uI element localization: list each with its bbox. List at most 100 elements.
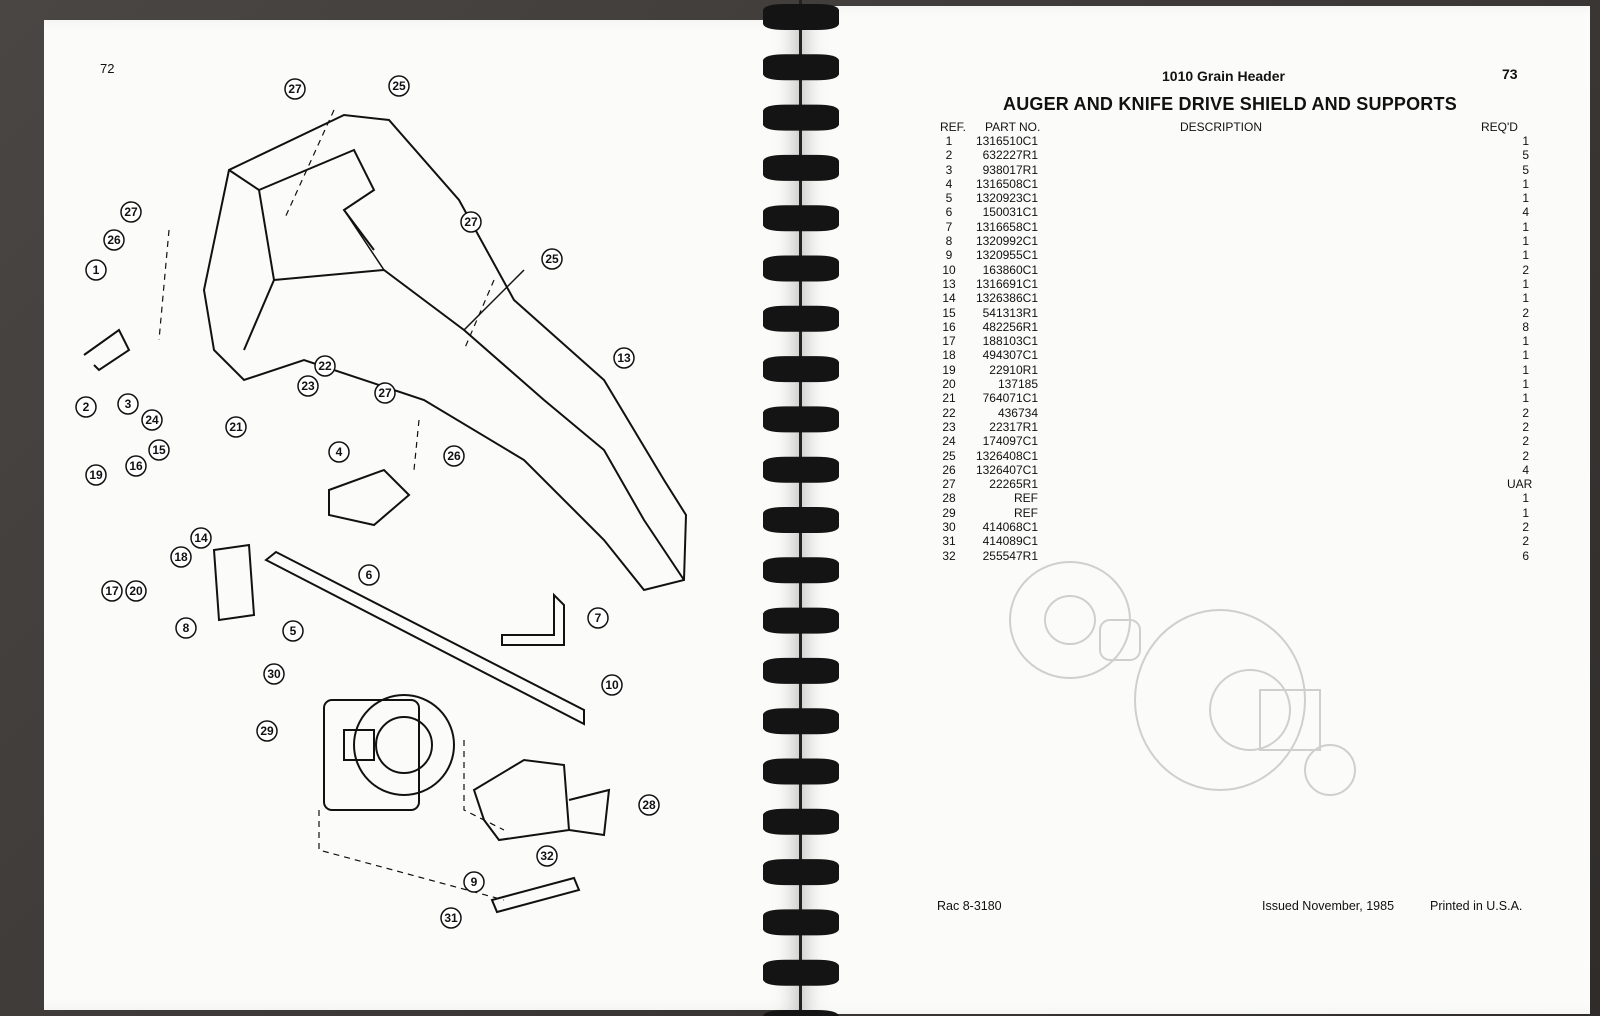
footer-code: Rac 8-3180	[937, 899, 1002, 913]
part-ref: 19	[942, 362, 956, 377]
bleed-through-diagram	[1009, 561, 1356, 796]
part-ref: 8	[945, 234, 953, 249]
part-row: 11316510C1SUPPORT ASSEMBLY - shield uppe…	[934, 134, 1529, 148]
footer-printed: Printed in U.S.A.	[1430, 899, 1523, 913]
part-number: 150031C1	[982, 205, 1038, 220]
part-req: 1	[1522, 491, 1529, 506]
right-page-number: 73	[1502, 66, 1518, 82]
svg-text:23: 23	[301, 379, 315, 393]
part-row: 251326408C1STUD - shield fastener ......…	[934, 448, 1529, 463]
part-ref: 18	[942, 348, 956, 363]
part-ref: 23	[942, 419, 956, 434]
part-number: 632227R1	[982, 148, 1038, 163]
svg-text:32: 32	[540, 849, 554, 863]
part-row: 2322317R1WASHER - flat, 7/32 x 3/4 x 0.0…	[934, 419, 1529, 434]
part-ref: 20	[942, 377, 956, 392]
part-req: 2	[1522, 534, 1529, 549]
binding-coil	[763, 255, 839, 282]
part-number: 414089C1	[982, 534, 1038, 549]
part-req: 1	[1522, 377, 1529, 392]
part-ref: 6	[945, 205, 953, 220]
svg-text:26: 26	[447, 449, 461, 463]
spiral-binding	[763, 0, 839, 1016]
svg-text:16: 16	[129, 459, 143, 473]
right-page	[800, 6, 1590, 1014]
svg-text:9: 9	[471, 875, 478, 889]
svg-text:18: 18	[174, 550, 188, 564]
part-row: 131316691C1SHIELD - left drive .........…	[934, 277, 1529, 291]
part-row: 29REFBOX ASSEMBLY - knife drive (See Pag…	[934, 506, 1529, 520]
part-row: 141326386C1SUPPORT - shield lower rear .…	[934, 291, 1529, 305]
part-ref: 17	[942, 334, 956, 349]
part-row: 3938017R1NUT - flanged hex lock, 5/16 in…	[934, 163, 1529, 177]
part-req: 5	[1522, 148, 1529, 163]
part-number: 494307C1	[982, 348, 1038, 363]
binding-coil	[763, 859, 839, 886]
part-number: 1320992C1	[975, 234, 1038, 249]
part-number: 1316658C1	[975, 219, 1038, 234]
col-header-part-no: PART NO.	[985, 120, 1041, 134]
part-number: 174097C1	[982, 434, 1038, 449]
svg-text:6: 6	[366, 568, 373, 582]
part-number: 436734	[997, 405, 1038, 420]
part-ref: 31	[942, 534, 956, 549]
svg-text:5: 5	[290, 624, 297, 638]
part-number: 188103C1	[982, 334, 1038, 349]
part-row: 17188103C1YOKE - hook anchor ...........…	[934, 334, 1529, 349]
svg-text:29: 29	[260, 724, 274, 738]
part-row: 41316508C1SUPPORT ASSEMBLY - shield uppe…	[934, 176, 1529, 191]
part-ref: 30	[942, 520, 956, 535]
binding-coil	[763, 607, 839, 634]
binding-coil	[763, 154, 839, 181]
part-number: 163860C1	[982, 262, 1038, 277]
part-ref: 28	[942, 491, 956, 506]
binding-coil	[763, 758, 839, 785]
part-req: 1	[1522, 348, 1529, 363]
svg-text:19: 19	[89, 468, 103, 482]
svg-text:10: 10	[605, 678, 619, 692]
svg-text:1: 1	[93, 263, 100, 277]
part-number: 22317R1	[989, 419, 1038, 434]
part-req: 2	[1522, 305, 1529, 320]
part-number: 1326408C1	[975, 448, 1038, 463]
svg-text:15: 15	[152, 443, 166, 457]
part-ref: 9	[945, 248, 953, 263]
part-number: 541313R1	[982, 305, 1038, 320]
binding-coil	[763, 909, 839, 936]
part-row: 91320955C1SUPPORT - shield .............…	[934, 248, 1529, 263]
part-ref: 26	[942, 462, 956, 477]
part-ref: 25	[942, 448, 956, 463]
part-row: 21764071C1BRACKET - trim hook ..........…	[934, 391, 1529, 406]
col-header-req: REQ'D	[1481, 120, 1518, 134]
part-ref: 22	[942, 405, 956, 420]
part-req: 2	[1522, 405, 1529, 420]
svg-text:8: 8	[183, 621, 190, 635]
part-req: 1	[1522, 291, 1529, 306]
svg-text:14: 14	[194, 531, 208, 545]
part-row: 18494307C1HOOK - trim hold down ........…	[934, 348, 1529, 363]
part-req: 1	[1522, 505, 1529, 520]
part-row: 71316658C1ANGLE - shield support .......…	[934, 219, 1529, 234]
part-ref: 10	[942, 262, 956, 277]
svg-text:26: 26	[107, 233, 121, 247]
part-number: 1316510C1	[975, 134, 1038, 148]
part-req: 2	[1522, 448, 1529, 463]
part-row: 32255547R1WASHER - flat, hardened, 21/32…	[934, 548, 1529, 563]
part-req: 1	[1522, 362, 1529, 377]
part-req: 2	[1522, 262, 1529, 277]
section-title: AUGER AND KNIFE DRIVE SHIELD AND SUPPORT…	[1003, 94, 1457, 114]
left-page-number: 72	[100, 61, 115, 76]
part-ref: 32	[942, 548, 956, 563]
part-ref: 21	[942, 391, 956, 406]
part-number: 414068C1	[982, 520, 1038, 535]
svg-text:3: 3	[125, 397, 132, 411]
part-req: 2	[1522, 434, 1529, 449]
col-header-ref: REF.	[940, 120, 967, 134]
part-row: 28REFSUPPORT - knife box (See Page 31 an…	[934, 491, 1529, 506]
footer-issued: Issued November, 1985	[1262, 899, 1395, 913]
part-req: 1	[1522, 248, 1529, 263]
binding-coil	[763, 104, 839, 131]
binding-coil	[763, 406, 839, 433]
part-number: 22910R1	[989, 362, 1038, 377]
part-number: 1316508C1	[975, 176, 1038, 191]
